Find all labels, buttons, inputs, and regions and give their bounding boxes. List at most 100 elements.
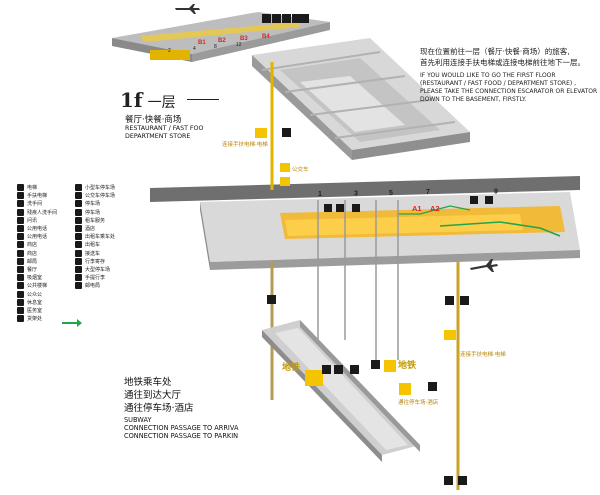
legend-item: 残疾人洗手间 xyxy=(17,208,137,218)
legend-route-arrow xyxy=(62,322,78,324)
gate-main-3: 3 xyxy=(354,190,358,197)
legend-item: 休息室 xyxy=(17,298,137,308)
legend-label: 小型车停车场 xyxy=(85,185,116,191)
legend-pictogram-icon xyxy=(17,290,24,298)
subway-en-3: CONNECTION PASSAGE TO PARKIN xyxy=(124,432,239,440)
legend-item: 手提行李 xyxy=(75,273,195,283)
legend-label: 出租车 xyxy=(85,242,101,249)
legend-item: 餐厅 xyxy=(17,265,137,275)
floor-desc-en-2: DEPARTMENT STORE xyxy=(125,133,191,140)
legend-pictogram-icon xyxy=(17,249,24,257)
escalator-note-2: 公交车 xyxy=(292,167,309,173)
legend-pictogram-icon xyxy=(75,216,82,224)
legend-pictogram-icon xyxy=(75,282,82,290)
legend-pictogram-icon xyxy=(17,266,24,273)
legend-label: 大型停车场 xyxy=(85,267,111,273)
notice-en-line3: PLEASE TAKE THE CONNECTION ESCARATOR OR … xyxy=(420,88,598,95)
legend-pictogram-icon xyxy=(75,225,82,232)
gate-top-small-12: 12 xyxy=(236,42,242,48)
legend-label: 公用电话 xyxy=(27,226,48,232)
floor-title: 1f 一层 xyxy=(120,88,176,112)
legend-label: 休息室 xyxy=(27,299,43,306)
legend-label: 公共楼梯 xyxy=(27,283,48,290)
subway-zh-2: 通往到达大厅 xyxy=(124,390,182,401)
legend-pictogram-icon xyxy=(17,274,24,282)
legend-item: 电梯 xyxy=(17,183,137,193)
legend-label: 残疾人洗手间 xyxy=(27,209,58,216)
legend-item: 问讯 xyxy=(17,216,137,226)
legend-pictogram-icon xyxy=(17,200,24,208)
legend-item: 行李寄存 xyxy=(75,257,195,267)
legend-label: 邮局 xyxy=(27,258,38,265)
legend-label: 货架处 xyxy=(27,316,43,323)
escalator-note-3: 连接手扶电梯·电梯 xyxy=(460,352,506,358)
legend-pictogram-icon xyxy=(75,249,82,257)
legend-pictogram-icon xyxy=(17,225,24,232)
legend-pictogram-icon xyxy=(75,266,82,273)
legend-pictogram-icon xyxy=(75,233,82,241)
legend-label: 停车场 xyxy=(85,201,101,208)
gate-top-B2: B2 xyxy=(218,38,226,44)
legend-pictogram-icon xyxy=(17,216,24,224)
legend-item: 手扶电梯 xyxy=(17,191,137,201)
legend-label: 租车服务 xyxy=(85,217,106,224)
subway-en-1: SUBWAY xyxy=(124,416,152,424)
legend-item: 邮局 xyxy=(17,257,137,267)
legend-pictogram-icon xyxy=(17,184,24,191)
legend-label: 问讯 xyxy=(27,217,38,224)
legend-item: 医务室 xyxy=(17,306,137,316)
legend-label: 公用电话 xyxy=(27,234,48,241)
legend-pictogram-icon xyxy=(17,241,24,249)
legend-label: 酒店 xyxy=(85,226,96,232)
legend-item: 出租车乘车处 xyxy=(75,232,195,242)
notice-en-line4: DOWN TO THE BASEMENT, FIRSTLY. xyxy=(420,96,527,103)
legend-item: 接送车 xyxy=(75,249,195,259)
gate-top-B1: B1 xyxy=(198,40,206,46)
legend-label: 停车场 xyxy=(85,209,101,216)
legend-label: 洗手间 xyxy=(27,201,43,208)
legend-pictogram-icon xyxy=(17,315,24,323)
legend-item: 酒店 xyxy=(75,224,195,234)
escalator-note-1: 连接手扶电梯·电梯 xyxy=(222,142,268,148)
first-floor-slab xyxy=(252,38,470,160)
pictogram-tiles xyxy=(262,14,493,485)
legend-pictogram-icon xyxy=(17,307,24,314)
legend-pictogram-icon xyxy=(75,200,82,208)
legend-label: 接送车 xyxy=(85,250,101,257)
legend-item: 邮电局 xyxy=(75,281,195,291)
metro-label-left: 地铁 xyxy=(282,363,301,373)
gate-main-7: 7 xyxy=(426,189,430,196)
legend-label: 手扶电梯 xyxy=(27,193,48,200)
parking-note: 通往停车场·酒店 xyxy=(398,400,439,406)
shafts xyxy=(270,62,460,490)
legend-item: 洗手间 xyxy=(17,199,137,209)
floor-desc-en-1: RESTAURANT / FAST FOO xyxy=(125,125,204,132)
legend-item: 停车场 xyxy=(75,208,195,218)
legend-item: 公众公 xyxy=(17,290,137,300)
notice-en-line1: IF YOU WOULD LIKE TO GO THE FIRST FLOOR xyxy=(420,72,556,79)
subway-zh-1: 地铁乘车处 xyxy=(124,377,172,388)
legend-pictogram-icon xyxy=(17,257,24,265)
legend-label: 出租车乘车处 xyxy=(85,234,116,241)
legend-label: 商店 xyxy=(27,242,38,249)
main-slab xyxy=(150,176,580,272)
metro-label-right: 地铁 xyxy=(398,361,417,371)
legend-item: 吸烟室 xyxy=(17,273,137,283)
notice-en-line2: (RESTAURANT / FAST FOOD / DEPARTMENT STO… xyxy=(420,80,577,87)
gate-a2: A2 xyxy=(430,204,440,213)
floor-level: 1f xyxy=(120,88,143,112)
legend-pictogram-icon xyxy=(17,192,24,200)
legend-pictogram-icon xyxy=(75,208,82,216)
legend-label: 公交车停车场 xyxy=(85,193,116,200)
legend-item: 出租车 xyxy=(75,240,195,250)
legend-pictogram-icon xyxy=(75,241,82,249)
legend-item: 租车服务 xyxy=(75,216,195,226)
legend-item: 公用电话 xyxy=(17,232,137,242)
legend: 电梯手扶电梯洗手间残疾人洗手间问讯公用电话公用电话商店商店邮局餐厅吸烟室公共楼梯… xyxy=(0,183,150,328)
legend-label: 手提行李 xyxy=(85,275,106,282)
legend-pictogram-icon xyxy=(17,298,24,306)
legend-label: 吸烟室 xyxy=(27,275,43,282)
subway-en-2: CONNECTION PASSAGE TO ARRIVA xyxy=(124,424,239,432)
legend-pictogram-icon xyxy=(75,184,82,191)
